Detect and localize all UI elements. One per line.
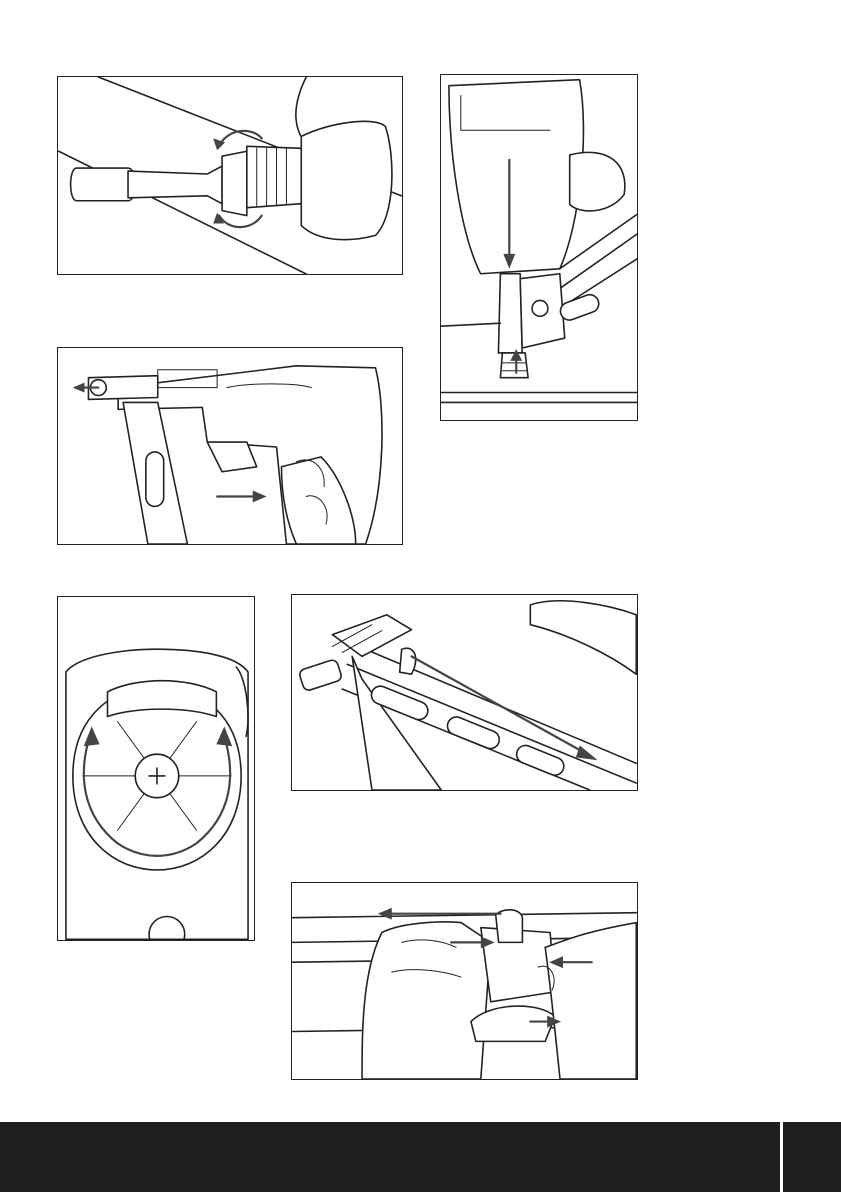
nose-drop-figure (440, 74, 638, 421)
magazine-pusher-slide-illustration (292, 595, 637, 790)
nailer-nose-arrows-illustration (441, 75, 637, 420)
footer-divider (780, 1122, 783, 1192)
trigger-figure (57, 347, 403, 545)
page-footer-bar (0, 1122, 841, 1192)
magazine-slide-figure (291, 594, 638, 791)
rotating-exhaust-cap-illustration (58, 597, 254, 940)
magazine-release-hands-illustration (292, 883, 637, 1079)
exhaust-cap-figure (57, 596, 255, 941)
hose-fitting-figure (57, 76, 403, 275)
hose-coupling-wrench-illustration (58, 77, 402, 274)
magazine-release-figure (291, 882, 638, 1080)
trigger-pull-illustration (58, 348, 402, 544)
